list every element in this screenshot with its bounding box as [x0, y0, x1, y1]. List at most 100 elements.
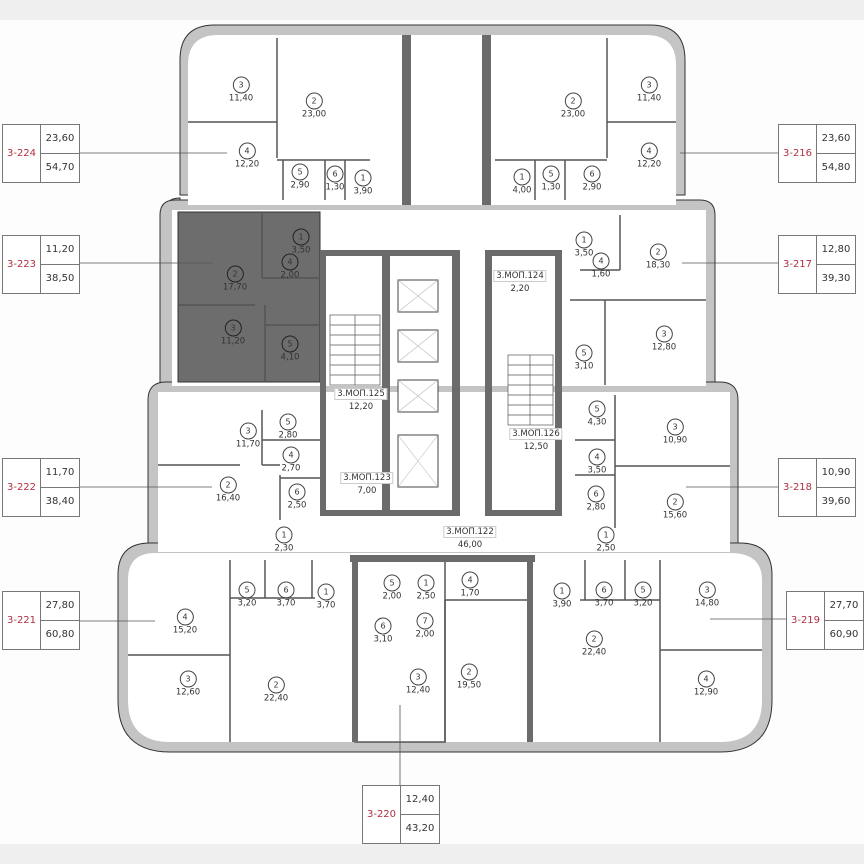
room-area: 2,80 [586, 502, 606, 513]
room-area: 11,20 [220, 336, 246, 347]
room-number-badge: 6 [277, 581, 295, 599]
common-area-size: 2,20 [510, 284, 530, 294]
apartment-tag-3-218[interactable]: 3-218 10,90 39,60 [778, 458, 856, 517]
apartment-tag-3-223[interactable]: 3-223 11,20 38,50 [2, 235, 80, 294]
room-number-badge: 2 [649, 243, 667, 261]
room-number-badge: 4 [281, 253, 299, 271]
room-number-badge: 5 [279, 413, 297, 431]
total-area: 60,90 [829, 629, 859, 641]
selected-apartment-3-223 [177, 211, 321, 383]
apartment-tag-3-222[interactable]: 3-222 11,70 38,40 [2, 458, 80, 517]
common-area-label[interactable]: 3.МОП.124 2,20 [493, 270, 547, 294]
room-area: 1,70 [460, 588, 480, 599]
room-number-badge: 4 [640, 142, 658, 160]
living-area: 11,20 [41, 236, 79, 265]
common-area-name: 3.МОП.124 [493, 270, 547, 282]
stairs [329, 314, 554, 426]
apartment-tag-3-224[interactable]: 3-224 23,60 54,70 [2, 124, 80, 183]
apartment-tag-3-220[interactable]: 3-220 12,40 43,20 [362, 785, 440, 844]
room-area: 2,90 [582, 182, 602, 193]
apartment-tag-3-221[interactable]: 3-221 27,80 60,80 [2, 591, 80, 650]
room-number-badge: 2 [219, 476, 237, 494]
room-area: 16,40 [215, 493, 241, 504]
room-area: 3,10 [373, 634, 393, 645]
room-area: 2,50 [416, 591, 436, 602]
room-number-badge: 5 [281, 335, 299, 353]
room-area: 2,00 [382, 591, 402, 602]
room-area: 3,50 [587, 465, 607, 476]
apartment-tag-3-219[interactable]: 3-219 27,70 60,90 [786, 591, 864, 650]
apartment-tag-3-217[interactable]: 3-217 12,80 39,30 [778, 235, 856, 294]
room-number-badge: 5 [634, 581, 652, 599]
room-area: 18,30 [645, 260, 671, 271]
room-number-badge: 6 [583, 165, 601, 183]
living-area: 12,40 [401, 786, 439, 815]
room-number-badge: 2 [585, 630, 603, 648]
room-area: 3,90 [552, 599, 572, 610]
apartment-id: 3-223 [3, 236, 41, 293]
room-area: 14,80 [694, 598, 720, 609]
room-number-badge: 6 [587, 485, 605, 503]
room-area: 2,70 [281, 463, 301, 474]
apartment-tag-3-216[interactable]: 3-216 23,60 54,80 [778, 124, 856, 183]
room-number-badge: 2 [226, 265, 244, 283]
